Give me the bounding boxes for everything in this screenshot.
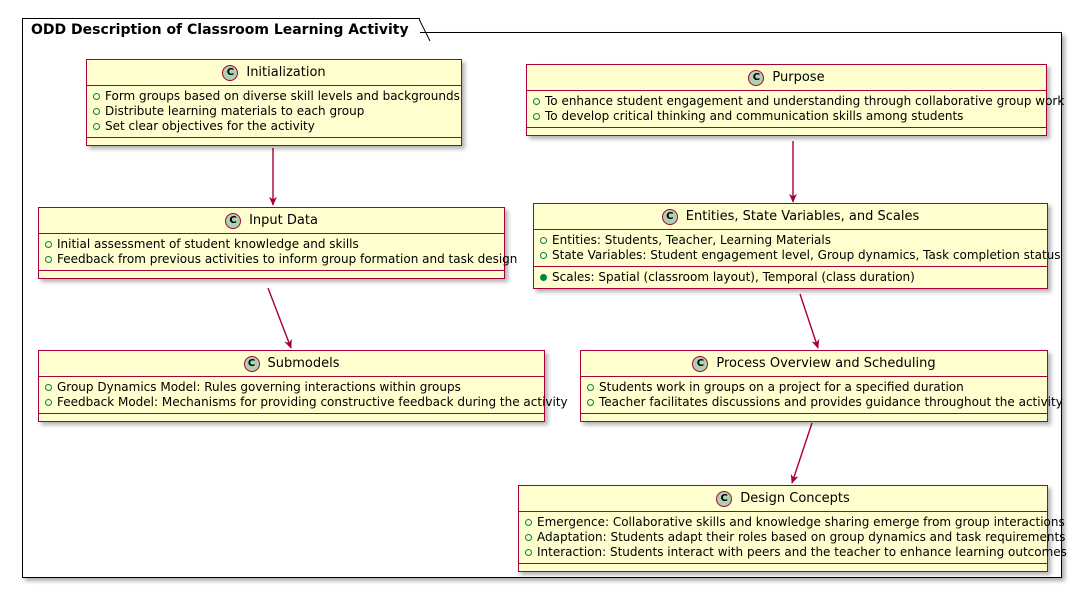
class-stereotype-icon: C xyxy=(716,490,733,507)
class-header-input-data: C Input Data xyxy=(39,208,504,234)
attribute-marker-icon xyxy=(587,399,594,406)
class-node-process-overview-and-scheduling[interactable]: C Process Overview and Scheduling Studen… xyxy=(580,350,1063,422)
class-header-process-overview: C Process Overview and Scheduling xyxy=(581,351,1047,377)
class-title: Design Concepts xyxy=(740,491,850,506)
attribute-marker-icon xyxy=(45,399,52,406)
class-title: Process Overview and Scheduling xyxy=(716,356,936,371)
class-member: Group Dynamics Model: Rules governing in… xyxy=(44,380,540,395)
class-methods-entities: Scales: Spatial (classroom layout), Temp… xyxy=(534,267,1047,288)
class-attributes-submodels: Group Dynamics Model: Rules governing in… xyxy=(39,377,568,414)
class-attributes-design-concepts: Emergence: Collaborative skills and know… xyxy=(519,512,1067,564)
class-attributes-process-overview: Students work in groups on a project for… xyxy=(581,377,1063,414)
class-methods-process-overview xyxy=(581,414,1047,421)
class-attributes-initialization: Form groups based on diverse skill level… xyxy=(87,86,461,138)
class-member-label: Teacher facilitates discussions and prov… xyxy=(599,395,1063,409)
class-member-label: Form groups based on diverse skill level… xyxy=(105,89,460,103)
class-stereotype-icon: C xyxy=(748,69,765,86)
class-title: Initialization xyxy=(246,65,326,80)
class-methods-input-data xyxy=(39,271,504,278)
class-member: Teacher facilitates discussions and prov… xyxy=(586,395,1063,410)
class-methods-submodels xyxy=(39,414,544,421)
attribute-marker-icon xyxy=(93,108,100,115)
class-member-label: State Variables: Student engagement leve… xyxy=(552,248,1061,262)
class-methods-purpose xyxy=(527,128,1046,135)
class-member-label: Students work in groups on a project for… xyxy=(599,380,964,394)
class-member-label: Entities: Students, Teacher, Learning Ma… xyxy=(552,233,831,247)
class-member-label: Emergence: Collaborative skills and know… xyxy=(537,515,1065,529)
attribute-marker-icon xyxy=(525,519,532,526)
class-header-initialization: C Initialization xyxy=(87,60,461,86)
class-member: Distribute learning materials to each gr… xyxy=(92,104,457,119)
class-member: Feedback Model: Mechanisms for providing… xyxy=(44,395,568,410)
tab-slant-decoration xyxy=(418,18,431,42)
class-title: Submodels xyxy=(267,356,340,371)
class-node-initialization[interactable]: C Initialization Form groups based on di… xyxy=(86,59,462,146)
class-stereotype-icon: C xyxy=(661,208,678,225)
class-member-label: To enhance student engagement and unders… xyxy=(545,94,1065,108)
class-member: Interaction: Students interact with peer… xyxy=(524,545,1067,560)
class-title: Purpose xyxy=(772,70,825,85)
class-member-label: Interaction: Students interact with peer… xyxy=(537,545,1067,559)
package-title: ODD Description of Classroom Learning Ac… xyxy=(31,21,409,38)
class-node-design-concepts[interactable]: C Design Concepts Emergence: Collaborati… xyxy=(518,485,1067,572)
class-member-label: To develop critical thinking and communi… xyxy=(545,109,964,123)
class-member-label: Set clear objectives for the activity xyxy=(105,119,315,133)
class-stereotype-icon: C xyxy=(225,212,242,229)
class-attributes-purpose: To enhance student engagement and unders… xyxy=(527,91,1064,128)
class-member-label: Distribute learning materials to each gr… xyxy=(105,104,365,118)
class-stereotype-icon: C xyxy=(243,355,260,372)
class-node-submodels[interactable]: C Submodels Group Dynamics Model: Rules … xyxy=(38,350,568,422)
class-attributes-input-data: Initial assessment of student knowledge … xyxy=(39,234,517,271)
class-member: Students work in groups on a project for… xyxy=(586,380,1043,395)
class-member: Scales: Spatial (classroom layout), Temp… xyxy=(539,270,1043,285)
attribute-marker-icon xyxy=(540,237,547,244)
attribute-marker-icon xyxy=(587,384,594,391)
class-member-label: Adaptation: Students adapt their roles b… xyxy=(537,530,1066,544)
class-header-design-concepts: C Design Concepts xyxy=(519,486,1047,512)
class-stereotype-icon: C xyxy=(692,355,709,372)
method-marker-icon xyxy=(540,274,547,281)
attribute-marker-icon xyxy=(533,98,540,105)
attribute-marker-icon xyxy=(45,241,52,248)
attribute-marker-icon xyxy=(533,113,540,120)
class-attributes-entities: Entities: Students, Teacher, Learning Ma… xyxy=(534,230,1061,267)
class-member-label: Initial assessment of student knowledge … xyxy=(57,237,359,251)
class-member-label: Feedback from previous activities to inf… xyxy=(57,252,518,266)
class-header-submodels: C Submodels xyxy=(39,351,544,377)
class-node-entities-state-variables-and-scales[interactable]: C Entities, State Variables, and Scales … xyxy=(533,203,1061,289)
class-member-label: Feedback Model: Mechanisms for providing… xyxy=(57,395,568,409)
attribute-marker-icon xyxy=(93,93,100,100)
class-member: Set clear objectives for the activity xyxy=(92,119,457,134)
class-node-purpose[interactable]: C Purpose To enhance student engagement … xyxy=(526,64,1064,136)
class-title: Entities, State Variables, and Scales xyxy=(685,209,920,224)
class-member: Entities: Students, Teacher, Learning Ma… xyxy=(539,233,1043,248)
class-header-purpose: C Purpose xyxy=(527,65,1046,91)
class-member: Emergence: Collaborative skills and know… xyxy=(524,515,1065,530)
class-node-input-data[interactable]: C Input Data Initial assessment of stude… xyxy=(38,207,517,279)
class-title: Input Data xyxy=(249,213,318,228)
class-member: Form groups based on diverse skill level… xyxy=(92,89,460,104)
attribute-marker-icon xyxy=(525,549,532,556)
class-member: Adaptation: Students adapt their roles b… xyxy=(524,530,1065,545)
class-member: Initial assessment of student knowledge … xyxy=(44,237,500,252)
class-methods-design-concepts xyxy=(519,564,1047,571)
attribute-marker-icon xyxy=(93,123,100,130)
package-title-tab: ODD Description of Classroom Learning Ac… xyxy=(22,18,431,42)
attribute-marker-icon xyxy=(45,384,52,391)
class-member: To develop critical thinking and communi… xyxy=(532,109,1042,124)
class-header-entities: C Entities, State Variables, and Scales xyxy=(534,204,1047,230)
class-methods-initialization xyxy=(87,138,461,145)
attribute-marker-icon xyxy=(45,256,52,263)
class-member-label: Group Dynamics Model: Rules governing in… xyxy=(57,380,461,394)
class-member-label: Scales: Spatial (classroom layout), Temp… xyxy=(552,270,915,284)
class-member: To enhance student engagement and unders… xyxy=(532,94,1064,109)
class-member: Feedback from previous activities to inf… xyxy=(44,252,517,267)
class-member: State Variables: Student engagement leve… xyxy=(539,248,1061,263)
class-stereotype-icon: C xyxy=(222,64,239,81)
attribute-marker-icon xyxy=(525,534,532,541)
attribute-marker-icon xyxy=(540,252,547,259)
